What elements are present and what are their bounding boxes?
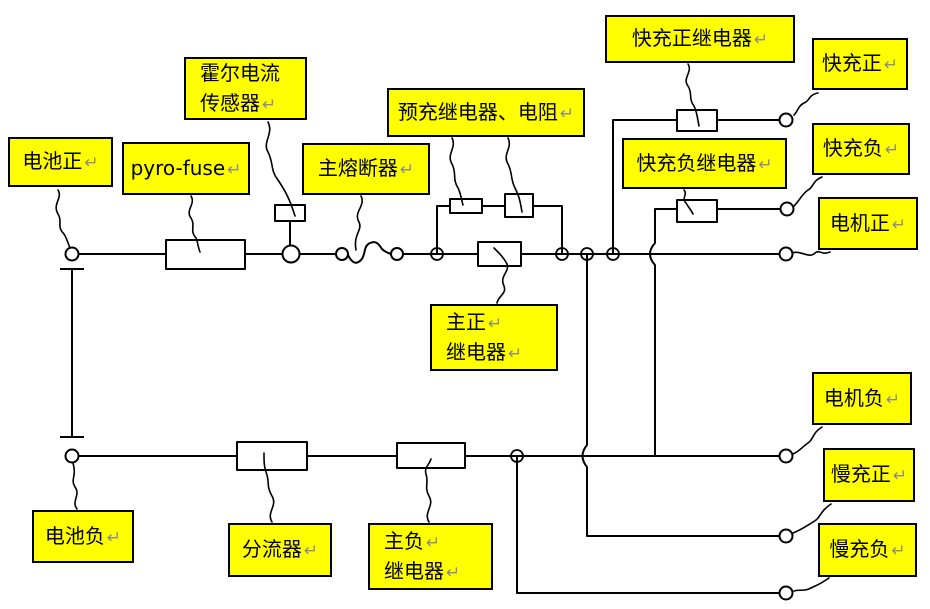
leader-main-pos-relay: [493, 247, 509, 304]
precharge-branch: [436, 193, 563, 254]
hall-sensor-box: [274, 204, 306, 246]
junction-precharge: [430, 247, 444, 261]
slow-charge-positive-line: [581, 254, 780, 537]
paragraph-mark: ↵: [488, 313, 503, 334]
leader-main-fuse: [354, 195, 363, 251]
paragraph-mark: ↵: [753, 30, 769, 50]
paragraph-mark: ↵: [262, 94, 277, 115]
fast-charge-positive-branch: [612, 109, 780, 254]
main-fuse-bead-left: [335, 247, 349, 261]
paragraph-mark: ↵: [106, 527, 122, 548]
slow-charge-negative-terminal: [778, 585, 794, 601]
fast-charge-positive-terminal: [778, 112, 794, 128]
junction-slow-charge-pos: [580, 247, 594, 261]
paragraph-mark: ↵: [559, 103, 575, 124]
label-battery-positive: 电池正↵: [8, 137, 113, 187]
leader-battery-negative: [72, 462, 78, 510]
paragraph-mark: ↵: [303, 541, 319, 561]
leader-fast-charge-pos-relay: [685, 63, 700, 127]
junction-slow-charge-neg: [510, 449, 524, 463]
battery-negative-terminal: [64, 448, 80, 464]
motor-positive-terminal: [778, 246, 794, 262]
battery-symbol: [60, 268, 84, 438]
paragraph-mark: ↵: [426, 532, 441, 553]
leader-precharge-relay: [505, 137, 523, 213]
leader-slow-charge-pos: [792, 503, 832, 534]
label-shunt: 分流器↵: [228, 523, 332, 577]
label-fast-charge-negative: 快充负↵: [812, 123, 910, 175]
leader-slow-charge-neg: [793, 577, 830, 592]
paragraph-mark: ↵: [508, 343, 523, 364]
paragraph-mark: ↵: [758, 154, 773, 175]
label-precharge-relay-resistor: 预充继电器、电阻↵: [387, 88, 585, 137]
junction-fast-charge-pos: [606, 247, 620, 261]
paragraph-mark: ↵: [227, 159, 242, 180]
label-battery-negative: 电池负↵: [32, 510, 134, 563]
paragraph-mark: ↵: [883, 55, 899, 75]
fast-charge-negative-relay-box: [676, 199, 718, 223]
leader-fast-charge-pos: [793, 92, 819, 116]
label-fast-charge-positive: 快充正↵: [812, 38, 908, 90]
fast-charge-negative-branch: [649, 199, 781, 456]
slow-charge-negative-line: [516, 456, 780, 594]
fast-charge-negative-terminal: [779, 201, 795, 217]
paragraph-mark: ↵: [892, 466, 908, 486]
main-positive-relay-box: [477, 241, 522, 267]
leader-precharge-resistor: [449, 137, 464, 206]
leader-lines: [55, 63, 832, 592]
label-hall-current-sensor: 霍尔电流 传感器↵: [184, 57, 307, 120]
leader-fast-charge-neg-relay: [683, 189, 694, 215]
motor-negative-terminal: [778, 448, 794, 464]
leader-fast-charge-neg: [793, 176, 823, 207]
paragraph-mark: ↵: [84, 153, 99, 173]
main-fuse-bead-right: [390, 247, 404, 261]
label-main-fuse: 主熔断器↵: [302, 143, 430, 195]
slow-charge-positive-terminal: [778, 528, 794, 544]
label-slow-charge-positive: 慢充正↵: [823, 448, 915, 502]
main-negative-relay-box: [396, 442, 466, 469]
paragraph-mark: ↵: [891, 541, 906, 561]
paragraph-mark: ↵: [891, 214, 907, 235]
precharge-resistor-box: [449, 198, 483, 214]
leader-motor-positive: [791, 250, 831, 256]
leader-pyro-fuse: [188, 195, 201, 253]
label-pyro-fuse: pyro-fuse↵: [122, 142, 250, 195]
leader-motor-negative: [792, 426, 823, 455]
pyro-fuse-box: [165, 239, 246, 270]
label-main-negative-relay: 主负↵ 继电器↵: [368, 523, 493, 590]
main-fuse-symbol: [347, 241, 392, 264]
leader-shunt: [263, 452, 275, 523]
paragraph-mark: ↵: [399, 160, 415, 180]
shunt-box: [236, 441, 308, 471]
leader-hall-sensor: [265, 121, 296, 217]
label-motor-positive: 电机正↵: [818, 197, 918, 250]
label-fast-charge-negative-relay: 快充负继电器↵: [622, 138, 787, 189]
label-slow-charge-negative: 慢充负↵: [818, 523, 917, 577]
junction-precharge-return: [555, 247, 569, 261]
paragraph-mark: ↵: [446, 562, 461, 583]
battery-positive-terminal: [64, 246, 80, 262]
paragraph-mark: ↵: [885, 389, 901, 410]
label-fast-charge-positive-relay: 快充正继电器↵: [605, 15, 795, 63]
leader-main-neg-relay: [424, 458, 432, 523]
leader-battery-positive: [55, 189, 71, 249]
label-motor-negative: 电机负↵: [812, 372, 912, 425]
paragraph-mark: ↵: [884, 140, 900, 160]
hall-sensor-ring: [281, 244, 301, 264]
label-main-positive-relay: 主正↵ 继电器↵: [430, 304, 558, 371]
